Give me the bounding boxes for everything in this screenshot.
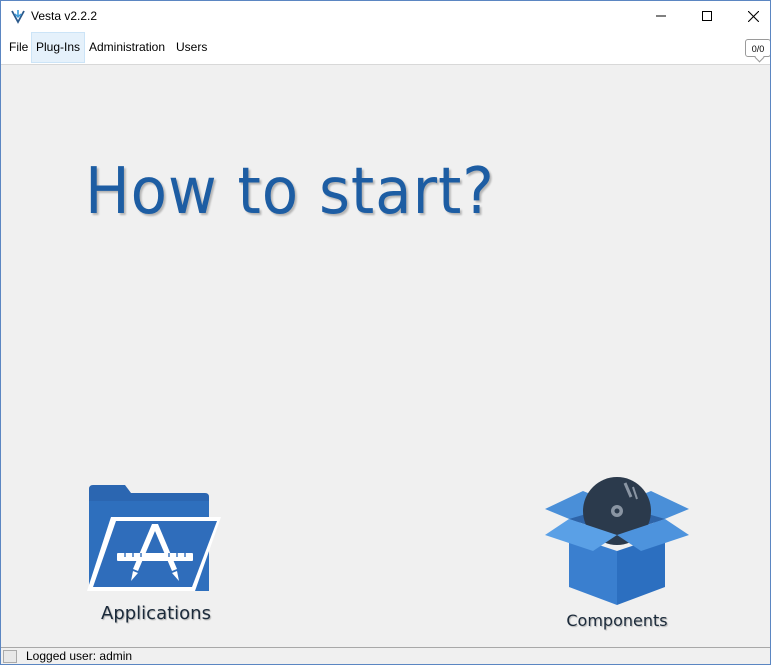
main-content: How to start? (1, 65, 770, 647)
components-label: Components (566, 611, 668, 630)
vesta-logo-icon (11, 10, 25, 24)
status-indicator-icon (3, 650, 17, 663)
maximize-icon (702, 11, 712, 21)
maximize-button[interactable] (684, 1, 730, 31)
menu-plug-ins[interactable]: Plug-Ins (31, 32, 86, 63)
page-title: How to start? (85, 155, 495, 229)
applications-tile[interactable]: Applications (81, 481, 231, 629)
title-bar[interactable]: Vesta v2.2.2 (1, 1, 770, 31)
status-text: Logged user: admin (26, 649, 133, 663)
menu-bar: File Plug-Ins Administration Users 0/0 (1, 31, 770, 65)
applications-folder-icon (87, 485, 221, 591)
status-bar: Logged user: admin (1, 647, 770, 664)
close-icon (747, 10, 759, 22)
applications-label: Applications (101, 603, 211, 624)
notification-counter[interactable]: 0/0 (745, 39, 770, 57)
menu-users[interactable]: Users (176, 40, 208, 54)
components-tile[interactable]: Components (541, 477, 693, 635)
menu-administration[interactable]: Administration (89, 40, 166, 54)
components-box-icon (545, 477, 689, 605)
close-button[interactable] (730, 1, 770, 31)
menu-file[interactable]: File (9, 40, 29, 54)
minimize-icon (656, 15, 666, 17)
window-title: Vesta v2.2.2 (31, 9, 98, 23)
minimize-button[interactable] (638, 1, 684, 31)
